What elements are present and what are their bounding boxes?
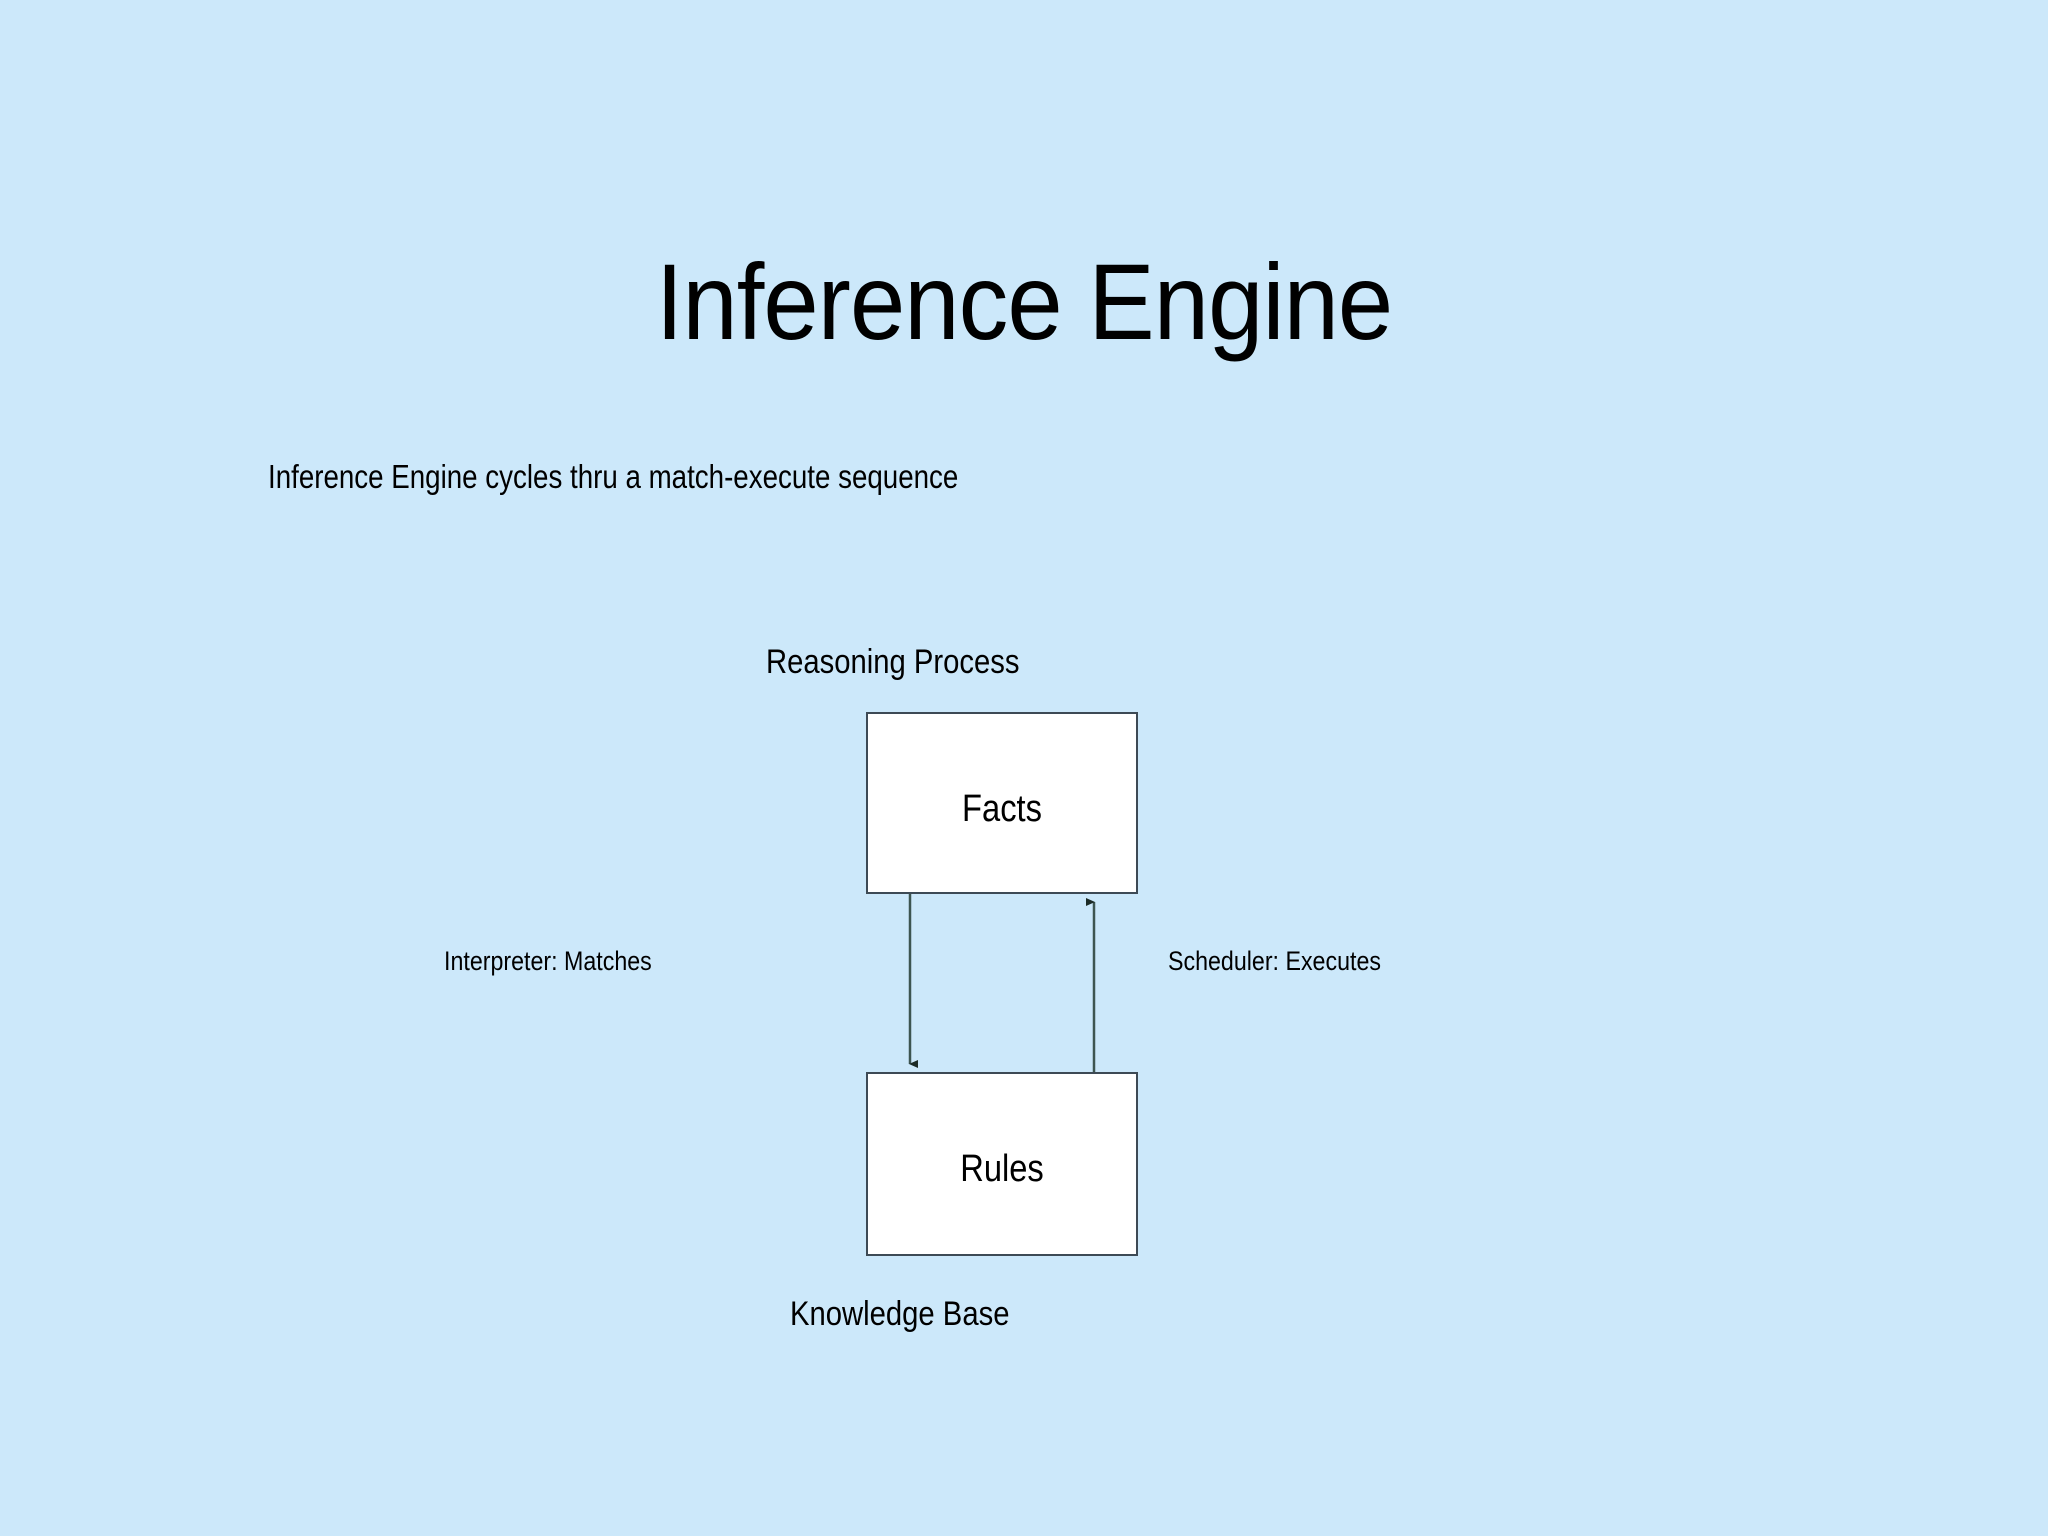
node-rules[interactable]: Rules: [866, 1072, 1138, 1256]
node-rules-label: Rules: [960, 1148, 1044, 1190]
edge-label-interpreter-matches: Interpreter: Matches: [444, 946, 652, 976]
slide-subtitle: Inference Engine cycles thru a match-exe…: [268, 458, 959, 495]
diagram-caption-reasoning-process: Reasoning Process: [766, 643, 1020, 681]
diagram-caption-knowledge-base: Knowledge Base: [790, 1295, 1010, 1333]
node-facts[interactable]: Facts: [866, 712, 1138, 894]
edge-label-scheduler-executes: Scheduler: Executes: [1168, 946, 1381, 976]
node-facts-label: Facts: [962, 788, 1042, 830]
page-title: Inference Engine: [655, 241, 1393, 363]
